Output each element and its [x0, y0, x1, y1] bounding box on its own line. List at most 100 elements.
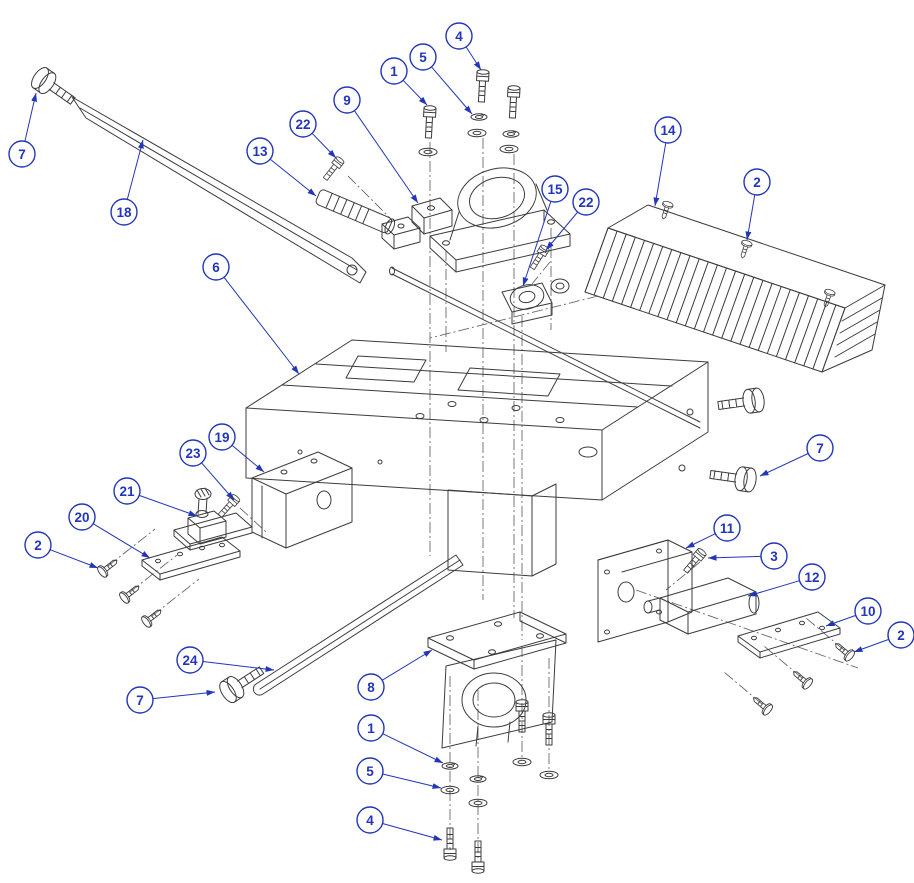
part-19-bracket	[251, 451, 353, 549]
callout-balloon	[202, 253, 230, 281]
leader-line	[223, 276, 300, 375]
callout-c4-bottom: 4	[356, 806, 443, 841]
callout-number: 18	[116, 205, 132, 220]
part-2-screw-heatsink-b	[736, 238, 754, 260]
callout-c22-a: 22	[289, 110, 337, 159]
leader-line	[49, 549, 99, 569]
part-5-washer-b	[499, 144, 519, 154]
callout-c19: 19	[208, 423, 265, 473]
part-24-bar	[252, 554, 464, 696]
callout-number: 10	[860, 604, 875, 619]
callout-c13: 13	[246, 137, 317, 197]
callout-balloon	[333, 86, 361, 114]
part-5-washer-c	[418, 147, 438, 157]
leader-line	[853, 638, 889, 653]
callout-number: 19	[214, 430, 229, 445]
callout-number: 22	[295, 117, 310, 132]
callout-c7-bottom-left: 7	[126, 686, 216, 714]
part-5-washer-a	[467, 128, 487, 138]
callout-balloon	[179, 439, 207, 467]
callout-number: 2	[753, 175, 761, 190]
part-6-base	[245, 339, 709, 577]
part-7-screw-top-left	[27, 64, 81, 112]
part-15-collar	[501, 278, 570, 325]
leader-line	[202, 661, 275, 672]
part-7-screw-bottom-left	[215, 659, 269, 706]
callout-balloon	[246, 137, 274, 165]
leader-line	[707, 554, 762, 561]
callout-number: 7	[18, 147, 26, 162]
part-2-screw-left-c	[139, 604, 166, 630]
callout-balloon	[541, 175, 569, 203]
callout-c15: 15	[522, 175, 569, 287]
part-2-screw-heatsink-c	[819, 287, 837, 309]
callout-number: 13	[252, 144, 268, 159]
part-4-screw-top-b	[505, 84, 521, 119]
callout-c2-right: 2	[853, 621, 914, 653]
part-21-plunger	[173, 487, 253, 551]
part-2-screw-left-b	[117, 580, 144, 606]
callout-balloon	[445, 22, 473, 50]
leader-line	[24, 92, 38, 142]
callout-balloon	[713, 514, 741, 542]
callout-c1-top: 1	[380, 57, 428, 106]
part-12-actuator	[643, 577, 760, 635]
callout-c7-right: 7	[759, 434, 834, 477]
leader-line	[545, 211, 579, 251]
part-22-screw-a	[321, 155, 346, 183]
callout-balloon	[356, 806, 384, 834]
callout-balloon	[208, 423, 236, 451]
leader-line	[92, 523, 151, 559]
part-11-bracket	[597, 539, 693, 643]
callout-c11: 11	[685, 514, 741, 549]
part-7-screw-right-a	[716, 386, 767, 418]
part-10-plate	[737, 611, 841, 659]
callout-number: 8	[367, 680, 375, 695]
callout-balloon	[113, 477, 141, 505]
leader-line	[269, 158, 317, 197]
callout-balloon	[357, 714, 385, 742]
part-2-screw-right-a	[831, 638, 857, 664]
callout-balloon	[68, 503, 96, 531]
part-9-spacer	[411, 197, 453, 235]
part-22-screw-b	[527, 243, 551, 272]
leader-line	[685, 533, 716, 549]
callout-number: 5	[366, 764, 374, 779]
callout-c8: 8	[357, 649, 433, 701]
callouts-layer: 4519221371814215226719232120211312102247…	[8, 22, 914, 841]
part-2-screw-right-b	[789, 666, 815, 692]
callout-number: 20	[74, 510, 89, 525]
callout-number: 7	[136, 693, 144, 708]
leader-line	[139, 494, 198, 517]
callout-balloon	[356, 757, 384, 785]
part-2-screw-heatsink-a	[657, 199, 675, 221]
leader-line	[382, 773, 442, 789]
callout-balloon	[572, 188, 600, 216]
part-20-plate	[141, 536, 241, 581]
leader-line	[382, 733, 444, 764]
callout-balloon	[110, 198, 138, 226]
leader-line	[381, 649, 433, 681]
leader-line	[431, 66, 473, 115]
part-clamp-block	[429, 167, 571, 273]
callout-number: 1	[367, 721, 375, 736]
part-2-screw-left-a	[95, 554, 122, 580]
callout-c21: 21	[113, 477, 198, 517]
leader-line	[201, 462, 235, 501]
callout-number: 3	[770, 549, 778, 564]
callout-balloon	[854, 597, 882, 625]
callout-number: 6	[212, 260, 220, 275]
callout-number: 4	[455, 29, 463, 44]
leader-line	[353, 110, 419, 204]
callout-c20: 20	[68, 503, 151, 559]
callout-c10: 10	[825, 597, 882, 627]
callout-number: 1	[390, 64, 398, 79]
part-5-washer-bottom-c	[512, 757, 532, 767]
callout-number: 5	[419, 50, 427, 65]
callout-number: 21	[119, 484, 135, 499]
callout-c2-left: 2	[24, 531, 99, 569]
callout-balloon	[8, 140, 36, 168]
part-5-washer-bottom-d	[539, 770, 559, 780]
leader-line	[126, 139, 144, 200]
